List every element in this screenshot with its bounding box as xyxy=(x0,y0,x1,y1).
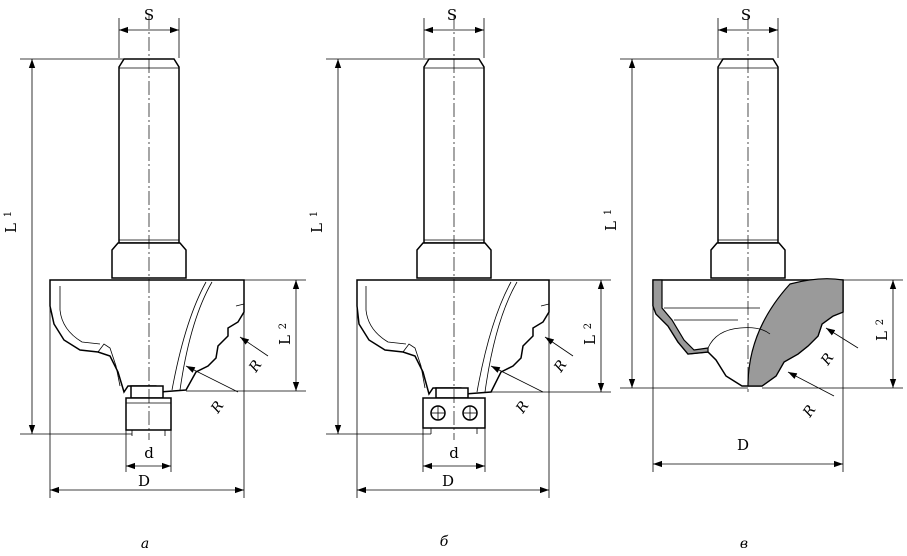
radius-label-c-2: R xyxy=(800,402,820,421)
radius-label-b-1: R xyxy=(551,357,571,376)
spindle-a xyxy=(130,385,164,399)
length-sub-b: 1 xyxy=(309,211,320,217)
height-sub-c: 2 xyxy=(875,319,886,325)
cutter-figure-b: S L 1 L 2 R R d D б xyxy=(308,6,611,550)
cutter-insert-left-c xyxy=(652,279,709,355)
cutter-figure-a: S L 1 L 2 R R d D а xyxy=(2,6,306,552)
cutter-body-a xyxy=(49,279,245,394)
length-label-a: L xyxy=(2,223,20,233)
length-label-b: L xyxy=(308,223,326,233)
height-label-c: L xyxy=(873,331,891,341)
cutter-body-b xyxy=(356,279,550,396)
length-sub-a: 1 xyxy=(3,211,14,217)
height-label-a: L xyxy=(276,335,294,345)
radius-label-c-1: R xyxy=(818,350,838,369)
diameter-label-c: D xyxy=(737,436,749,454)
bearing-label-a: d xyxy=(144,444,154,462)
diameter-label-a: D xyxy=(138,472,150,490)
width-label-c: S xyxy=(741,6,751,24)
height-sub-b: 2 xyxy=(583,323,594,329)
caption-c: в xyxy=(740,536,748,551)
diameter-label-b: D xyxy=(442,472,454,490)
caption-b: б xyxy=(440,534,449,550)
radius-label-a-2: R xyxy=(208,398,228,417)
spindle-b xyxy=(435,387,469,399)
caption-a: а xyxy=(141,536,149,551)
bearing-label-b: d xyxy=(449,444,459,462)
height-sub-a: 2 xyxy=(278,323,289,329)
length-label-c: L xyxy=(602,221,620,231)
radius-label-a-1: R xyxy=(246,357,266,376)
width-label-a: S xyxy=(144,6,154,24)
width-label-b: S xyxy=(447,6,457,24)
height-label-b: L xyxy=(581,335,599,345)
cutter-figure-c: S L 1 L 2 R R D в xyxy=(602,6,903,552)
length-sub-c: 1 xyxy=(603,209,614,215)
radius-label-b-2: R xyxy=(513,398,533,417)
cutter-insert-right-c xyxy=(747,278,844,387)
